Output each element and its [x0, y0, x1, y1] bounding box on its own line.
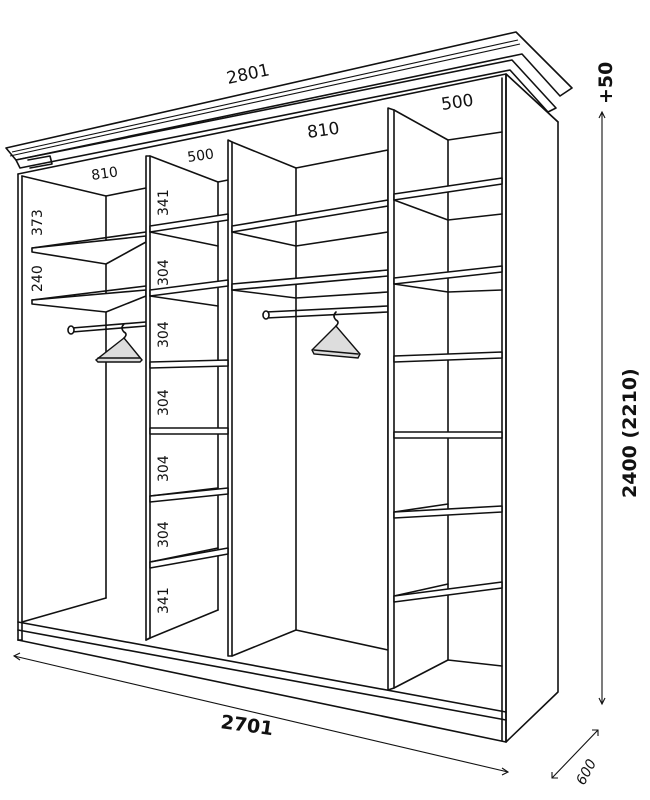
section2-width-label: 500	[186, 146, 215, 166]
hanger-icon	[311, 311, 361, 359]
dimension-labels: 2801 810 500 810 500 373 240 341 304 304…	[30, 60, 641, 788]
gap-label: 304	[156, 455, 172, 482]
gap-label: 341	[156, 587, 172, 614]
section3-width-label: 810	[306, 119, 341, 143]
section-left-shelves	[145, 139, 233, 657]
gap-label: 304	[156, 259, 172, 286]
gap-label: 240	[30, 265, 46, 292]
gap-label: 304	[156, 321, 172, 348]
section1-width-label: 810	[90, 164, 119, 184]
section-right-shelves	[387, 107, 503, 691]
height-label: 2400 (2210)	[619, 368, 641, 498]
gap-label: 373	[30, 209, 46, 236]
gap-label: 304	[156, 389, 172, 416]
section-left-hanging	[21, 175, 147, 363]
hanger-icon	[94, 323, 143, 363]
section4-width-label: 500	[440, 91, 475, 115]
cornice-height-label: +50	[595, 62, 617, 104]
dimension-lines	[12, 110, 606, 779]
depth-label: 600	[573, 757, 600, 788]
cornice-width-label: 2801	[225, 60, 271, 89]
gap-label: 341	[156, 189, 172, 216]
section-center-hanging	[231, 141, 389, 657]
gap-label: 304	[156, 521, 172, 548]
carcass	[17, 73, 559, 743]
cornice	[5, 31, 573, 169]
